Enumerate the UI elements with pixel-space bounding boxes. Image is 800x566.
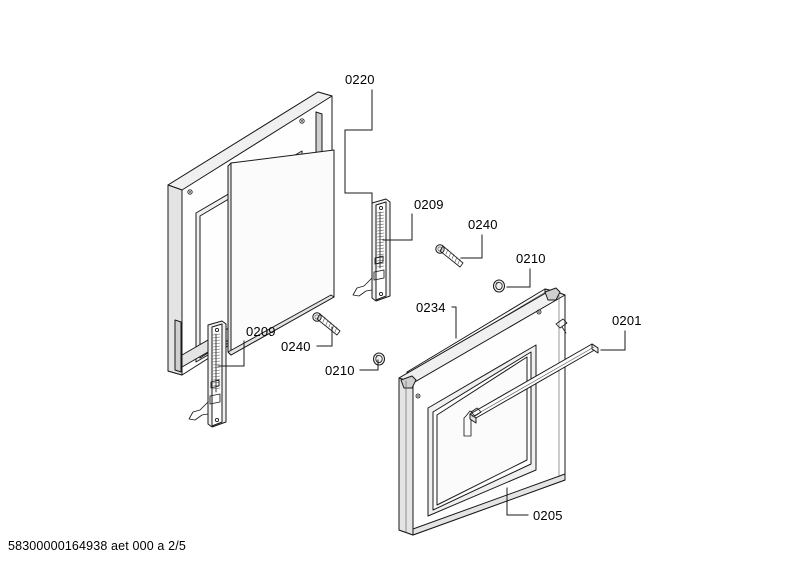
hinge-upper-rack-teeth	[376, 211, 385, 268]
callout-0240-lower-label: 0240	[281, 339, 311, 354]
hinge-lower-latch	[209, 393, 221, 405]
outer-door-bottom-edge	[412, 473, 566, 536]
callout-0240-upper-label: 0240	[468, 217, 498, 232]
callout-0209-upper: 0209	[382, 197, 444, 241]
outer-door-hinge-notch-bottom	[400, 375, 417, 389]
callout-0205: 0205	[506, 487, 563, 523]
callout-0209-upper-leader	[382, 213, 413, 241]
outer-door-hinge-notch-top	[544, 287, 561, 301]
callout-0240-lower-leader	[316, 326, 333, 347]
part-door-hinge-upper	[352, 198, 391, 302]
part-door-handle	[469, 318, 599, 424]
outer-door-rivet-bottom	[415, 393, 421, 399]
callout-0210-upper: 0210	[506, 251, 546, 288]
callout-0234-label: 0234	[416, 300, 446, 315]
callout-0210-lower: 0210	[325, 359, 379, 378]
callout-0209-upper-label: 0209	[414, 197, 444, 212]
hinge-lower-hole-top	[214, 327, 220, 333]
hinge-lower-hook	[188, 401, 209, 421]
callout-0220: 0220	[344, 72, 375, 286]
part-inner-glass-panel	[227, 149, 335, 356]
callout-0210-lower-leader	[359, 359, 379, 371]
handle-support-right	[555, 318, 568, 329]
callout-0205-leader	[506, 487, 529, 516]
hinge-upper-hook	[352, 277, 373, 297]
part-hinge-cap-lower	[373, 352, 385, 366]
callout-0210-upper-label: 0210	[516, 251, 546, 266]
inner-glass-bottom-edge	[227, 294, 335, 356]
callout-0201-leader	[600, 330, 626, 351]
hinge-upper-hole-top	[378, 205, 384, 211]
inner-door-rivet-lower	[187, 189, 193, 195]
inner-door-slot-left	[174, 319, 182, 373]
screw-upper-threads	[445, 248, 461, 265]
inner-door-rivet-upper	[299, 118, 305, 124]
callout-0209-lower-leader	[217, 340, 245, 367]
hinge-upper-hole-bottom	[378, 291, 384, 297]
inner-glass-left-edge	[227, 162, 232, 356]
handle-post-right	[561, 326, 567, 334]
callout-0209-lower-label: 0209	[246, 324, 276, 339]
handle-bar-end	[591, 343, 599, 354]
callout-0205-label: 0205	[533, 508, 563, 523]
callout-0210-upper-leader	[506, 268, 531, 288]
callout-0220-leader	[344, 89, 373, 286]
part-door-hinge-lower	[188, 320, 227, 428]
outer-door-rivet-top	[536, 309, 542, 315]
handle-support-left	[470, 407, 482, 417]
part-hinge-cap-upper	[493, 279, 505, 293]
callout-0209-lower: 0209	[217, 324, 276, 367]
drawing-footer-text: 58300000164938 aet 000 a 2/5	[8, 539, 186, 553]
hinge-upper-face	[375, 201, 387, 301]
callout-0201: 0201	[600, 313, 642, 351]
callout-0234: 0234	[416, 300, 457, 339]
cap-lower-outer	[373, 352, 385, 366]
outer-door-latch-hook	[463, 410, 476, 437]
part-hinge-screw-upper	[435, 244, 464, 268]
hinge-lower-face	[211, 323, 223, 427]
screw-lower-shaft	[316, 313, 341, 336]
handle-bar-bottom	[469, 413, 477, 424]
callout-0210-lower-label: 0210	[325, 363, 355, 378]
hinge-lower-rack-teeth	[212, 333, 221, 390]
hinge-lower-pivot	[210, 379, 220, 389]
hinge-upper-latch	[373, 269, 385, 281]
part-hinge-screw-lower	[312, 312, 341, 336]
screw-upper-shaft	[439, 245, 464, 268]
callout-0220-label: 0220	[345, 72, 375, 87]
cap-upper-outer	[493, 279, 505, 293]
callout-0201-label: 0201	[612, 313, 642, 328]
hinge-upper-pivot	[374, 255, 384, 265]
hinge-lower-hole-bottom	[214, 417, 220, 423]
callout-0240-upper-leader	[460, 234, 483, 259]
callout-0240-upper: 0240	[460, 217, 498, 259]
callout-0234-leader	[451, 306, 457, 339]
callout-0240-lower: 0240	[281, 326, 333, 354]
